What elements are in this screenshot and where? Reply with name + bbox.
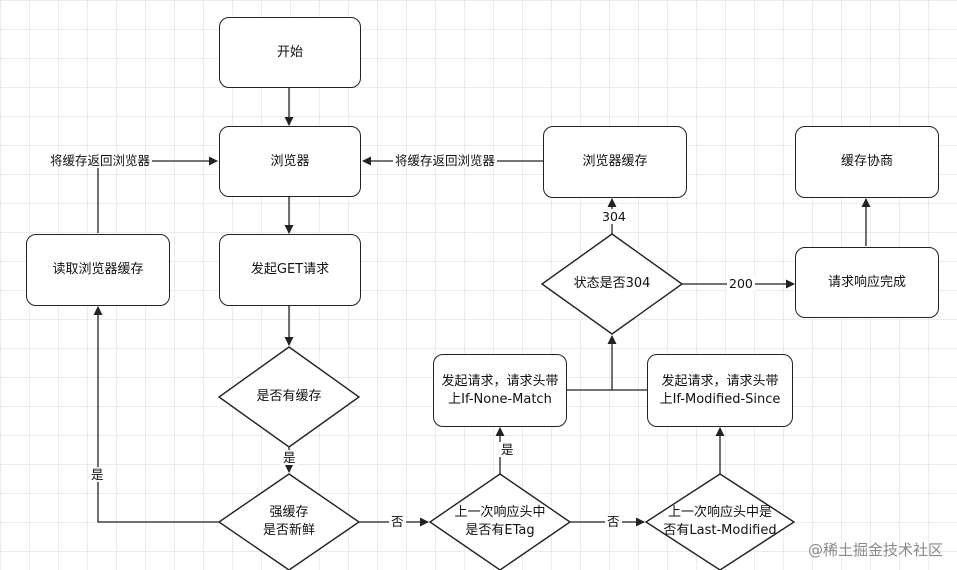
node-response-done: 请求响应完成 bbox=[795, 247, 939, 318]
edge-readcache-browser bbox=[97, 156, 218, 233]
node-response-done-label: 请求响应完成 bbox=[827, 274, 906, 290]
node-get-request: 发起GET请求 bbox=[219, 234, 361, 306]
node-browser-cache: 浏览器缓存 bbox=[543, 126, 687, 198]
diamond-etag bbox=[428, 473, 572, 570]
node-browser-label: 浏览器 bbox=[270, 153, 310, 169]
node-strong-cache: 强缓存 是否新鲜 bbox=[229, 502, 349, 542]
edge-label-yes-has-cache: 是 bbox=[281, 450, 298, 465]
diamond-shapes bbox=[217, 233, 796, 570]
edge-label-yes-fresh: 是 bbox=[89, 467, 106, 482]
node-strong-cache-label: 强缓存 是否新鲜 bbox=[262, 505, 315, 538]
node-if-modified-since: 发起请求，请求头带 上If-Modified-Since bbox=[647, 354, 793, 427]
node-negotiation-cache: 缓存协商 bbox=[795, 126, 939, 198]
node-lastmod-check-label: 上一次响应头中是 否有Last-Modified bbox=[663, 505, 777, 538]
node-status-304-label: 状态是否304 bbox=[573, 276, 651, 292]
edge-label-200: 200 bbox=[727, 276, 755, 291]
node-negotiation-cache-label: 缓存协商 bbox=[840, 154, 893, 170]
node-read-cache: 读取浏览器缓存 bbox=[26, 234, 170, 306]
node-status-304: 状态是否304 bbox=[552, 269, 672, 299]
node-start: 开始 bbox=[219, 17, 361, 88]
node-start-label: 开始 bbox=[276, 44, 303, 60]
edge-label-return-left: 将缓存返回浏览器 bbox=[48, 153, 153, 168]
node-if-none-match: 发起请求，请求头带 上If-None-Match bbox=[433, 354, 567, 427]
node-etag-check-label: 上一次响应头中 是否有ETag bbox=[454, 505, 546, 538]
node-lastmod-check: 上一次响应头中是 否有Last-Modified bbox=[652, 502, 788, 542]
node-has-cache-label: 是否有缓存 bbox=[256, 389, 322, 405]
edge-label-yes-etag: 是 bbox=[499, 442, 516, 457]
node-browser: 浏览器 bbox=[219, 126, 361, 197]
watermark: @稀土掘金技术社区 bbox=[807, 541, 943, 559]
diamond-status-304 bbox=[540, 233, 684, 335]
node-if-modified-since-label: 发起请求，请求头带 上If-Modified-Since bbox=[659, 373, 781, 407]
edge-label-no-etag: 否 bbox=[605, 514, 622, 529]
node-browser-cache-label: 浏览器缓存 bbox=[582, 154, 648, 170]
node-has-cache: 是否有缓存 bbox=[229, 382, 349, 412]
edge-label-return-right: 将缓存返回浏览器 bbox=[393, 153, 498, 168]
edge-strong-readcache bbox=[93, 306, 219, 523]
node-get-request-label: 发起GET请求 bbox=[250, 262, 330, 278]
edge-label-no-fresh: 否 bbox=[389, 514, 406, 529]
node-if-none-match-label: 发起请求，请求头带 上If-None-Match bbox=[441, 373, 559, 407]
edge-label-304: 304 bbox=[600, 209, 628, 224]
node-read-cache-label: 读取浏览器缓存 bbox=[52, 262, 144, 278]
node-etag-check: 上一次响应头中 是否有ETag bbox=[440, 502, 560, 542]
diamond-lastmod bbox=[644, 473, 796, 570]
diamond-strong-cache bbox=[217, 473, 361, 570]
